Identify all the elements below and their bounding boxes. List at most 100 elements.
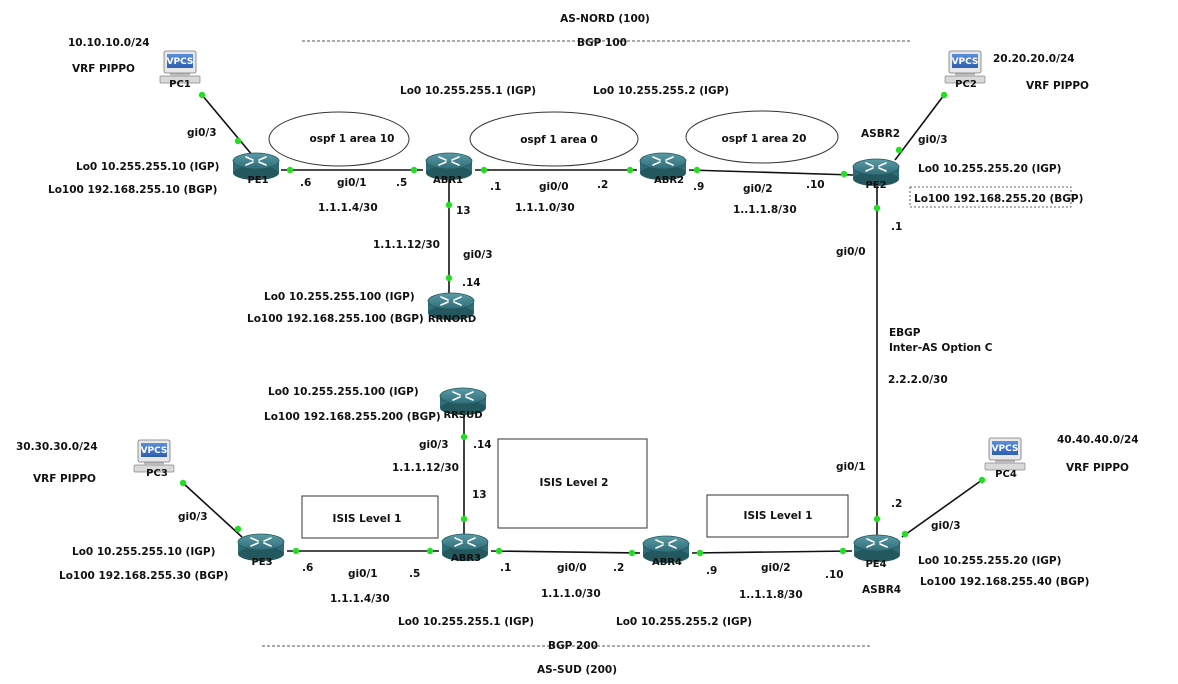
abr3-if-w: gi0/1	[348, 568, 378, 580]
asbr4: ASBR4	[862, 584, 901, 596]
pc1-net: 10.10.10.0/24	[68, 37, 150, 49]
rrnord-lo100: Lo100 192.168.255.100 (BGP)	[247, 313, 424, 325]
pe4-router-icon[interactable]	[853, 534, 901, 563]
asbr2: ASBR2	[861, 128, 900, 140]
address-labels: 10.10.10.0/24 VRF PIPPO gi0/3 Lo0 10.255…	[16, 37, 1139, 628]
abr4-ip-w: .2	[613, 562, 624, 574]
as-sud-bgp: BGP 200	[548, 640, 598, 652]
pc3-if: gi0/3	[178, 511, 208, 523]
pe3-lo0: Lo0 10.255.255.10 (IGP)	[72, 546, 215, 558]
link-pc3-pe3	[182, 482, 243, 538]
pc1-if: gi0/3	[187, 127, 217, 139]
pe4-if-w: gi0/2	[761, 562, 791, 574]
pe2-ip-w: .10	[806, 179, 825, 191]
inter-as: Inter-AS Option C	[889, 342, 993, 354]
abr3-ip-w: .5	[409, 568, 420, 580]
pc3-icon[interactable]: VPCS	[133, 439, 175, 473]
link-pc1-pe1	[201, 94, 259, 163]
abr1-ip-w: .5	[396, 177, 407, 189]
pe4-lo100: Lo100 192.168.255.40 (BGP)	[920, 576, 1089, 588]
pc3-label: PC3	[146, 468, 168, 479]
link-abr3-abr4	[490, 550, 641, 554]
pc1-label: PC1	[169, 79, 191, 90]
pe1-lo0: Lo0 10.255.255.10 (IGP)	[76, 161, 219, 173]
pc4-net: 40.40.40.0/24	[1057, 434, 1139, 446]
abr1-ip-s: 13	[456, 205, 471, 217]
area-ospf-20-ellipse	[685, 110, 839, 164]
rrnord-lo0: Lo0 10.255.255.100 (IGP)	[264, 291, 415, 303]
abr2-ip-e: .9	[693, 181, 704, 193]
area-ospf-0-ellipse	[469, 111, 639, 167]
pe4-ip-n: .2	[891, 498, 902, 510]
pc4-icon[interactable]: VPCS	[984, 437, 1026, 471]
svg-text:VPCS: VPCS	[992, 444, 1019, 454]
pc2-icon[interactable]: VPCS	[944, 50, 986, 84]
area-isis-l1-right-label: ISIS Level 1	[744, 510, 813, 522]
svg-text:VPCS: VPCS	[141, 446, 168, 456]
link-abr2-pe2	[688, 169, 854, 176]
rrsud-label: RRSUD	[443, 410, 482, 421]
pe2-label: PE2	[865, 180, 886, 191]
area-isis-l1-left-label: ISIS Level 1	[333, 513, 402, 525]
net-1-1-1-8-s: 1..1.1.8/30	[739, 589, 803, 601]
net-1-1-1-4-n: 1.1.1.4/30	[318, 202, 378, 214]
rrnord-ip: .14	[462, 277, 481, 289]
pc2-label: PC2	[955, 79, 977, 90]
abr4-label: ABR4	[652, 557, 682, 568]
area-ospf-10-ellipse	[268, 111, 410, 167]
pc2-if: gi0/3	[918, 134, 948, 146]
pc3-net: 30.30.30.0/24	[16, 441, 98, 453]
pe2-if-s: gi0/0	[836, 246, 866, 258]
net-1-1-1-0-n: 1.1.1.0/30	[515, 202, 575, 214]
link-pc2-pe2	[894, 94, 945, 161]
rrnord-label: RRNORD	[428, 314, 476, 325]
pe1-ip: .6	[300, 177, 311, 189]
rrsud-lo0: Lo0 10.255.255.100 (IGP)	[268, 386, 419, 398]
pc4-vrf: VRF PIPPO	[1066, 462, 1129, 474]
abr4-ip-e: .9	[706, 565, 717, 577]
abr2-if-w: gi0/0	[539, 181, 569, 193]
pe4-ip-w: .10	[825, 569, 844, 581]
net-1-1-1-0-s: 1.1.1.0/30	[541, 588, 601, 600]
area-ospf-20-label: ospf 1 area 20	[722, 133, 807, 145]
area-isis-l2-label: ISIS Level 2	[540, 477, 609, 489]
pc4-if: gi0/3	[931, 520, 961, 532]
pc2-net: 20.20.20.0/24	[993, 53, 1075, 65]
svg-text:VPCS: VPCS	[167, 57, 194, 67]
net-1-1-1-4-s: 1.1.1.4/30	[330, 593, 390, 605]
net-1-1-1-8-n: 1..1.1.8/30	[733, 204, 797, 216]
area-isis-l1-left-box	[301, 495, 439, 539]
as-nord-bgp: BGP 100	[577, 37, 627, 49]
as-nord-title: AS-NORD (100)	[560, 13, 650, 25]
pe1-lo100: Lo100 192.168.255.10 (BGP)	[48, 184, 217, 196]
ebgp: EBGP	[889, 327, 921, 339]
rrsud-if: gi0/3	[419, 439, 449, 451]
pc1-vrf: VRF PIPPO	[72, 63, 135, 75]
svg-text:VPCS: VPCS	[952, 57, 979, 67]
abr2-ip-w: .2	[597, 179, 608, 191]
pc3-vrf: VRF PIPPO	[33, 473, 96, 485]
as-sud-title: AS-SUD (200)	[537, 664, 617, 676]
pe4-if-n: gi0/1	[836, 461, 866, 473]
pc1-icon[interactable]: VPCS	[159, 50, 201, 84]
link-abr4-pe4	[691, 550, 853, 554]
link-endpoint-dots	[179, 91, 986, 557]
area-ospf-10-label: ospf 1 area 10	[310, 133, 395, 145]
abr2-lo0: Lo0 10.255.255.2 (IGP)	[593, 85, 729, 97]
pe3-ip: .6	[302, 562, 313, 574]
abr1-ip-e: .1	[490, 181, 501, 193]
pe3-label: PE3	[251, 557, 272, 568]
abr1-lo0: Lo0 10.255.255.1 (IGP)	[400, 85, 536, 97]
area-isis-l2-box	[497, 438, 648, 529]
pe2-if-w: gi0/2	[743, 183, 773, 195]
area-isis-l1-right-box	[706, 494, 849, 538]
pe1-label: PE1	[247, 175, 268, 186]
net-1-1-1-12-s: 1.1.1.12/30	[392, 462, 459, 474]
abr1-label: ABR1	[433, 175, 463, 186]
rrsud-ip: .14	[473, 439, 492, 451]
link-pc4-pe4	[901, 479, 983, 538]
rrsud-lo100: Lo100 192.168.255.200 (BGP)	[264, 411, 441, 423]
net-1-1-1-12-n: 1.1.1.12/30	[373, 239, 440, 251]
